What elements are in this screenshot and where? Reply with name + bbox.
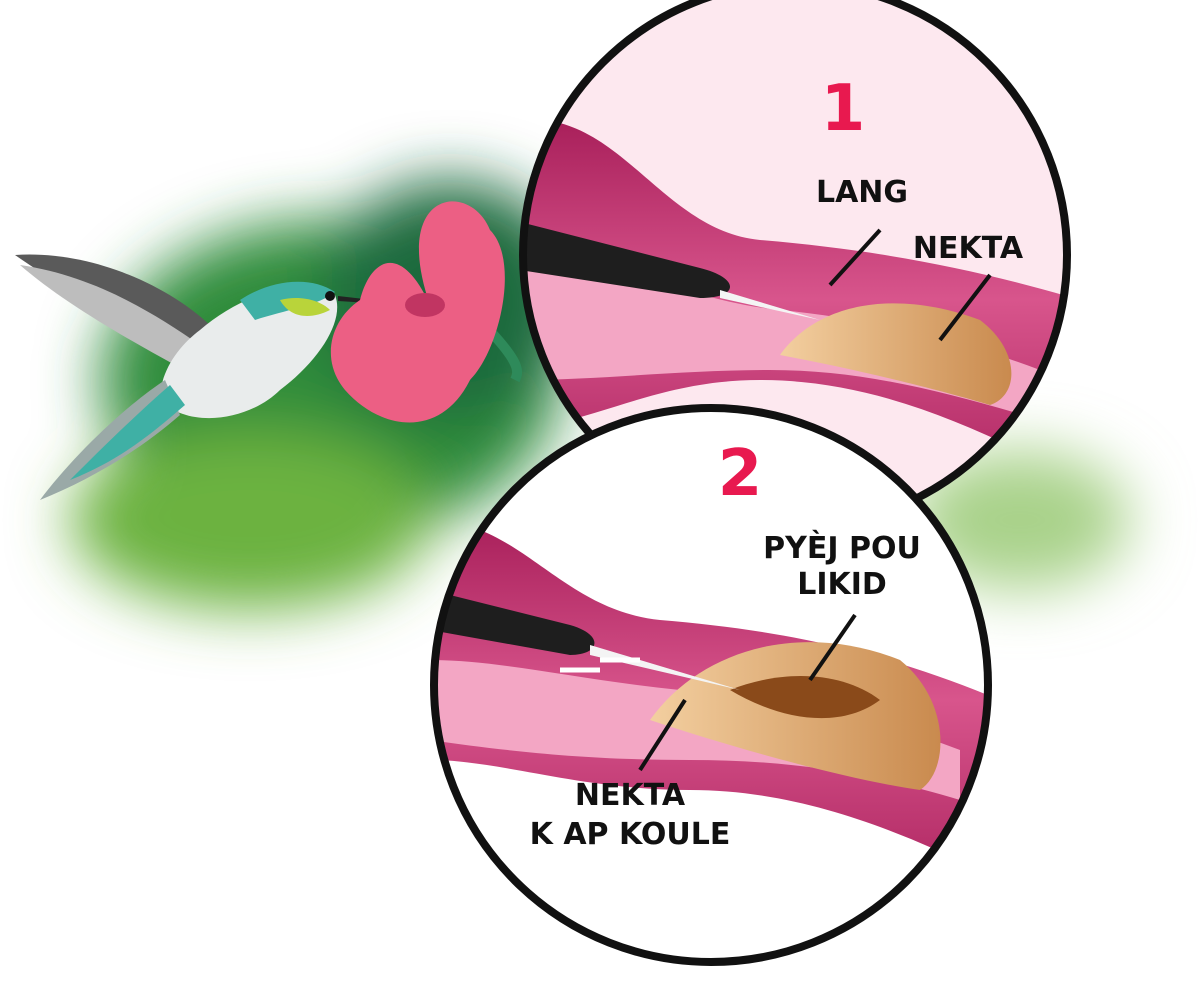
panel-1-number: 1 bbox=[821, 72, 866, 146]
panel-2-number: 2 bbox=[718, 437, 763, 511]
hummingbird bbox=[15, 254, 435, 500]
label-trap-line2: LIKID bbox=[797, 567, 887, 602]
label-tongue: LANG bbox=[816, 175, 908, 210]
label-trap-line1: PYÈJ POU bbox=[763, 530, 921, 566]
nectar-pool bbox=[780, 303, 1012, 405]
label-nectar: NEKTA bbox=[913, 231, 1024, 266]
panel-2-nectar-flow: 2 PYÈJ POU LIKID NEKTA K AP KOULE bbox=[430, 404, 992, 966]
label-flow-line1: NEKTA bbox=[575, 778, 686, 813]
flower bbox=[330, 201, 523, 423]
panel-1-tongue-extended: 1 LANG NEKTA bbox=[519, 0, 1071, 531]
tongue bbox=[720, 290, 820, 320]
label-flow-line2: K AP KOULE bbox=[530, 817, 731, 852]
liquid-trap bbox=[730, 676, 880, 719]
beak bbox=[523, 222, 730, 298]
